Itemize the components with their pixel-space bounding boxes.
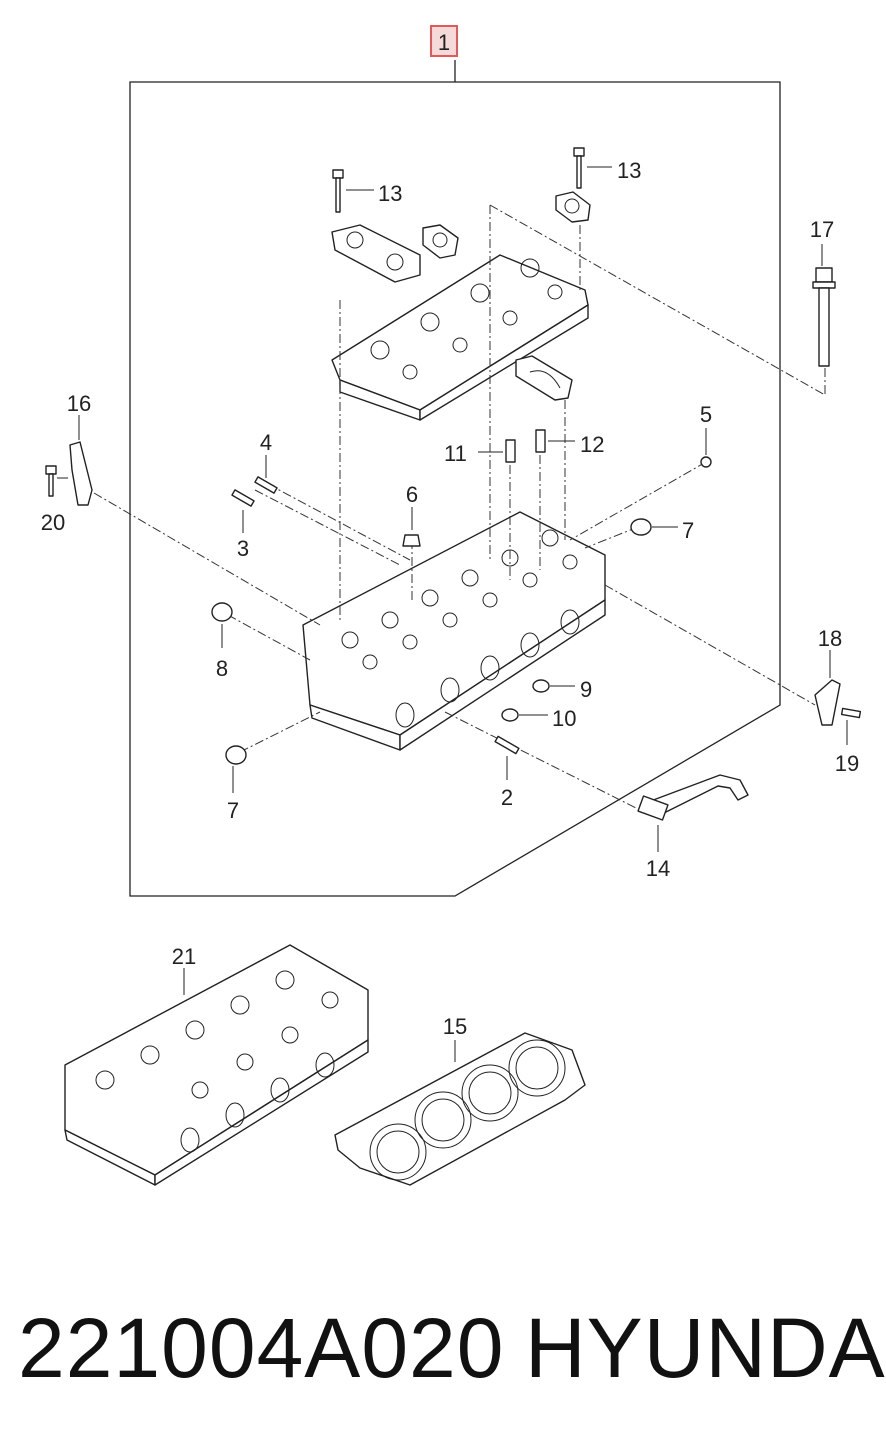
stud-2[interactable]: [494, 735, 520, 780]
callout-9[interactable]: 9: [580, 677, 592, 702]
bolt-19[interactable]: [840, 707, 862, 745]
seal-10[interactable]: [501, 708, 548, 722]
bolt-20[interactable]: [45, 465, 68, 497]
bearing-cap-left[interactable]: [331, 224, 421, 283]
assembly-frame: [129, 60, 781, 897]
callout-16[interactable]: 16: [67, 391, 91, 416]
callout-12[interactable]: 12: [580, 432, 604, 457]
callout-5[interactable]: 5: [700, 402, 712, 427]
callout-14[interactable]: 14: [646, 856, 670, 881]
seal-9[interactable]: [532, 679, 575, 693]
cylinder-head-assembly-21[interactable]: [64, 944, 369, 1186]
bearing-cap-lower[interactable]: [515, 355, 573, 401]
head-gasket-15[interactable]: [334, 1032, 586, 1186]
callout-3[interactable]: 3: [237, 536, 249, 561]
bracket-18[interactable]: [814, 650, 841, 726]
bolt-17[interactable]: [812, 244, 836, 367]
ball-5[interactable]: [700, 428, 712, 468]
bearing-cap-right[interactable]: [555, 191, 591, 223]
callout-21[interactable]: 21: [172, 944, 196, 969]
callout-13-right[interactable]: 13: [617, 158, 641, 183]
callout-17[interactable]: 17: [810, 217, 834, 242]
callout-1-highlight[interactable]: [430, 25, 458, 57]
callout-15[interactable]: 15: [443, 1014, 467, 1039]
callout-2[interactable]: 2: [501, 785, 513, 810]
bearing-cap-middle[interactable]: [422, 224, 459, 259]
dowel-pin-12[interactable]: [535, 429, 575, 453]
bolt-13-right[interactable]: [573, 147, 612, 189]
callout-10[interactable]: 10: [552, 706, 576, 731]
stud-3[interactable]: [231, 489, 255, 507]
cap-plug-8[interactable]: [211, 602, 233, 648]
callout-7-right[interactable]: 7: [682, 518, 694, 543]
callout-18[interactable]: 18: [818, 626, 842, 651]
cylinder-head[interactable]: [302, 511, 606, 751]
bolt-13-left[interactable]: [332, 169, 374, 213]
brand-name: HYUNDAI: [525, 1301, 886, 1395]
camshaft-carrier[interactable]: [331, 254, 589, 421]
callout-1[interactable]: 1: [438, 30, 450, 55]
bracket-16[interactable]: [69, 415, 93, 506]
callout-7-left[interactable]: 7: [227, 798, 239, 823]
callout-8[interactable]: 8: [216, 656, 228, 681]
pipe-14[interactable]: [637, 774, 749, 852]
callout-13-left[interactable]: 13: [378, 181, 402, 206]
exploded-parts-diagram: 1 13 13: [41, 25, 862, 1186]
callout-11[interactable]: 11: [444, 441, 467, 466]
cap-plug-7-left[interactable]: [225, 745, 247, 793]
callout-19[interactable]: 19: [835, 751, 859, 776]
callout-4[interactable]: 4: [260, 430, 272, 455]
cap-plug-7-right[interactable]: [630, 518, 678, 536]
callout-20[interactable]: 20: [41, 510, 65, 535]
leader-lines: [93, 204, 826, 811]
dowel-pin-11[interactable]: [478, 439, 516, 463]
stud-4[interactable]: [254, 476, 278, 494]
callout-6[interactable]: 6: [406, 482, 418, 507]
part-number: 221004A020: [18, 1301, 505, 1395]
plug-6[interactable]: [402, 534, 421, 547]
